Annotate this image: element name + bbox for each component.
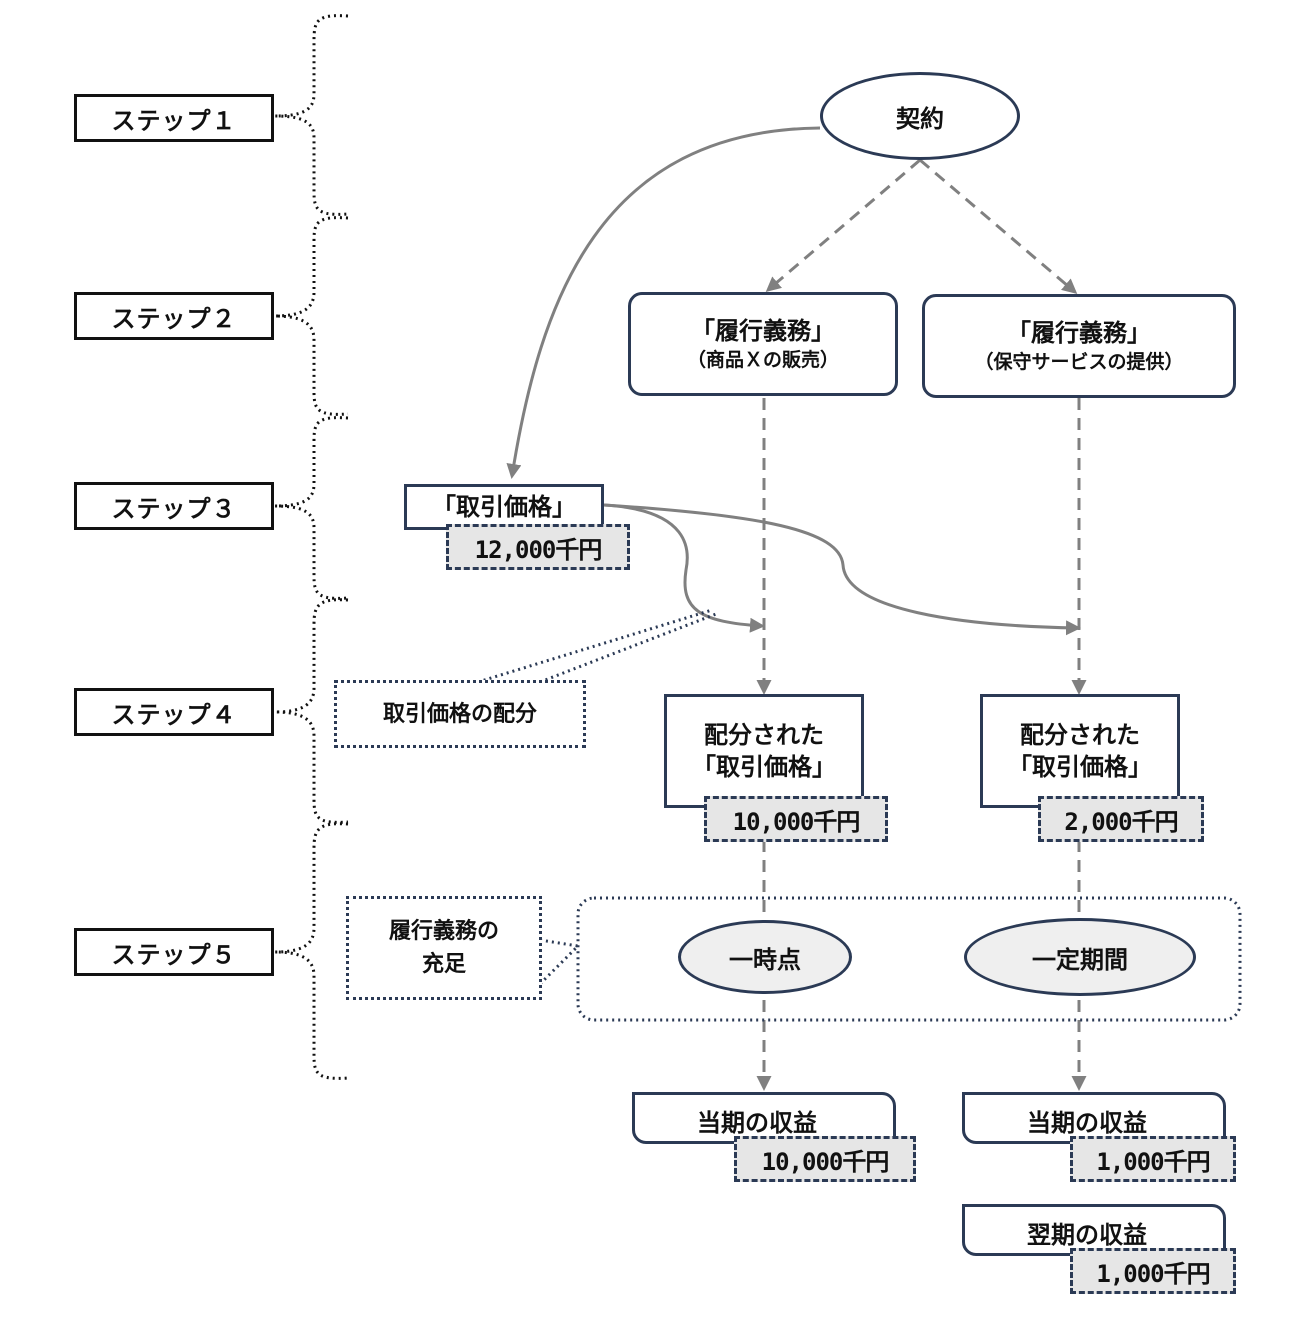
allocated-price-product: 配分された 「取引価格」 [664,694,864,808]
contract-node: 契約 [820,72,1020,160]
transaction-price-box: 「取引価格」 [404,484,604,530]
step-5-label: ステップ５ [74,928,274,976]
over-time-node: 一定期間 [964,918,1196,996]
step-brackets [274,14,349,1080]
satisfaction-line1: 履行義務の [388,919,499,944]
obligation-service-title: 「履行義務」 [1007,319,1151,348]
allocated-service-amount: 2,000千円 [1038,796,1204,842]
allocated-service-line2: 「取引価格」 [1008,753,1152,781]
transaction-price-label: 「取引価格」 [432,492,576,521]
obligation-maintenance-service: 「履行義務」 （保守サービスの提供） [922,294,1236,398]
transaction-price-amount: 12,000千円 [446,524,630,570]
allocated-product-amount: 10,000千円 [704,796,888,842]
obligation-product-subtitle: （商品Ｘの販売） [686,348,839,371]
callout-pointers [477,608,717,986]
revenue-service-current-label: 当期の収益 [1027,1109,1147,1137]
step-3-label: ステップ３ [74,482,274,530]
satisfaction-callout: 履行義務の 充足 [346,896,542,1000]
revenue-product-current: 当期の収益 [632,1092,896,1144]
obligation-service-subtitle: （保守サービスの提供） [974,350,1184,373]
obligation-product-title: 「履行義務」 [691,317,835,346]
step-1-label: ステップ１ [74,94,274,142]
solid-flow [506,126,1081,636]
revenue-service-next-label: 翌期の収益 [1027,1221,1147,1249]
allocated-product-line2: 「取引価格」 [692,753,836,781]
allocated-product-line1: 配分された [704,720,824,749]
satisfaction-line2: 充足 [421,952,466,977]
obligation-product-sale: 「履行義務」 （商品Ｘの販売） [628,292,898,396]
revenue-service-next-amount: 1,000千円 [1070,1248,1236,1294]
allocation-callout: 取引価格の配分 [334,680,586,748]
allocated-price-service: 配分された 「取引価格」 [980,694,1180,808]
revenue-product-current-amount: 10,000千円 [734,1136,916,1182]
point-in-time-node: 一時点 [678,920,852,994]
revenue-product-current-label: 当期の収益 [697,1109,817,1137]
step-2-label: ステップ２ [74,292,274,340]
allocated-service-line1: 配分された [1020,720,1140,749]
revenue-service-current-amount: 1,000千円 [1070,1136,1236,1182]
step-4-label: ステップ４ [74,688,274,736]
